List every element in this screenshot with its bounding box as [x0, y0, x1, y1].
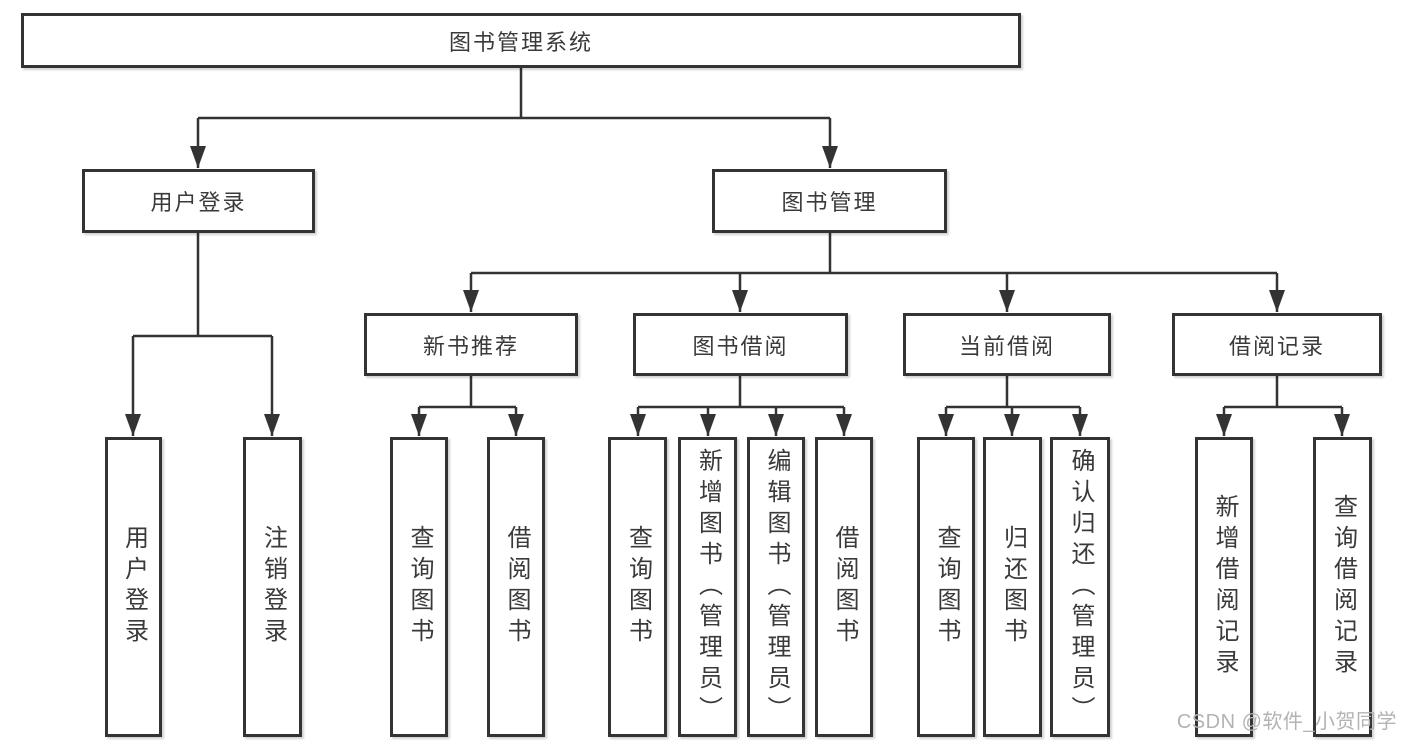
node-book-management: 图书管理	[712, 169, 947, 233]
leaf-search-books-recommendation: 查询图书	[390, 437, 448, 737]
leaf-add-books-admin: 新增图书（管理员）	[678, 437, 737, 737]
connector-new-book-rec-to-leaves	[411, 376, 524, 436]
leaf-add-borrow-record: 新增借阅记录	[1195, 437, 1253, 737]
node-library-management-system: 图书管理系统	[21, 13, 1021, 68]
leaf-confirm-return-admin: 确认归还（管理员）	[1050, 437, 1110, 737]
connector-borrow-record-to-leaves	[1216, 376, 1350, 436]
leaf-edit-books-admin: 编辑图书（管理员）	[747, 437, 805, 737]
leaf-borrow-books-borrowing: 借阅图书	[815, 437, 873, 737]
leaf-logout: 注销登录	[243, 437, 302, 737]
node-borrowing-records: 借阅记录	[1172, 313, 1382, 376]
leaf-search-borrow-record: 查询借阅记录	[1313, 437, 1372, 737]
leaf-user-login: 用户登录	[105, 437, 162, 737]
connector-book-borrow-to-leaves	[630, 376, 852, 436]
leaf-borrow-books-recommendation: 借阅图书	[487, 437, 545, 737]
node-new-book-recommendation: 新书推荐	[364, 313, 578, 376]
leaf-search-books-current: 查询图书	[917, 437, 975, 737]
csdn-watermark: CSDN @软件_小贺同学	[1176, 711, 1397, 733]
connector-book-management-to-level3	[463, 233, 1285, 312]
node-user-login: 用户登录	[82, 169, 315, 233]
connector-current-borrow-to-leaves	[938, 376, 1088, 436]
connector-user-login-to-leaves	[125, 233, 280, 436]
connector-root-to-level2	[190, 68, 838, 168]
leaf-return-books: 归还图书	[983, 437, 1042, 737]
node-current-borrowing: 当前借阅	[903, 313, 1111, 376]
leaf-search-books-borrowing: 查询图书	[608, 437, 667, 737]
node-book-borrowing: 图书借阅	[633, 313, 848, 376]
